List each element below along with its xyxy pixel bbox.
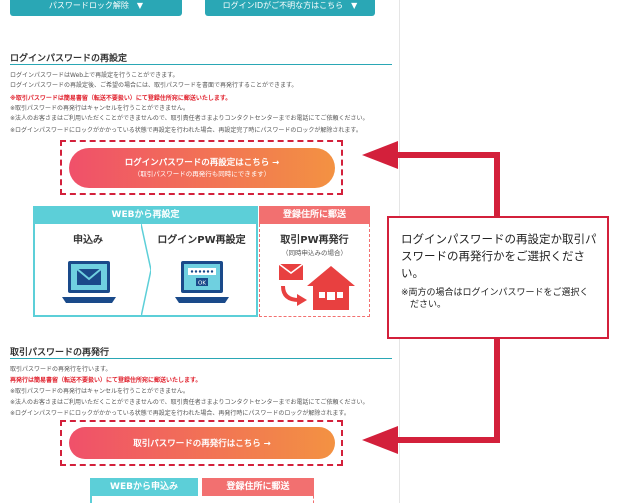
body-text: ※取引パスワードの再発行はキャンセルを行うことができません。 — [10, 388, 189, 395]
step-label: 申込み — [73, 235, 103, 246]
flow-panel-partial — [90, 496, 314, 503]
step-label: 取引PW再発行 — [280, 235, 349, 246]
callout-main-text: ログインパスワードの再設定か取引パスワードの再発行かをご選択ください。 — [401, 232, 597, 280]
connector-horizontal-top — [395, 152, 500, 158]
trade-password-reissue-button[interactable]: 取引パスワードの再発行はこちら → — [69, 427, 335, 459]
ok-label: OK — [198, 281, 206, 287]
reset-flow-diagram: WEBから再設定 登録住所に郵送 申込み ログインPW再設定 — [33, 206, 370, 318]
laptop-mail-icon — [62, 261, 116, 303]
body-text: ※法人のお客さまはご利用いただくことができませんので、取引責任者さまよりコンタク… — [10, 115, 369, 122]
callout-note-text: ※両方の場合はログインパスワードをご選択ください。 — [401, 288, 589, 310]
body-text: ログインパスワードの再設定後、ご希望の場合には、取引パスワードを書面で再発行する… — [10, 82, 298, 89]
section-title-login-password: ログインパスワードの再設定 — [10, 54, 128, 64]
laptop-password-icon: OK — [175, 261, 229, 303]
body-text: ログインパスワードはWeb上で再設定を行うことができます。 — [10, 72, 179, 79]
flow-step-trade-pw-reissue: 取引PW再発行 （同時申込みの場合） — [259, 224, 370, 317]
password-unlock-button[interactable]: パスワードロック解除 ▼ — [10, 0, 182, 16]
step-label: ログインPW再設定 — [157, 235, 246, 246]
cta-label: 取引パスワードの再発行はこちら → — [133, 439, 271, 449]
body-text: ※取引パスワードの再発行はキャンセルを行うことができません。 — [10, 105, 189, 112]
connector-vertical-bottom — [494, 337, 500, 443]
page-content: パスワードロック解除 ▼ ログインIDがご不明な方はこちら ▼ ログインパスワー… — [10, 0, 400, 503]
body-text: ※ログインパスワードにロックがかかっている状態で再設定を行われた場合、再発行時に… — [10, 410, 350, 417]
arrow-left-icon — [362, 141, 398, 169]
cta-highlight-box — [60, 140, 343, 195]
section-divider — [10, 64, 392, 65]
section-title-trade-password: 取引パスワードの再発行 — [10, 348, 110, 358]
body-text: ※法人のお客さまはご利用いただくことができませんので、取引責任者さまよりコンタク… — [10, 399, 369, 406]
arrow-left-icon — [362, 426, 398, 454]
login-password-reset-button[interactable]: ログインパスワードの再設定はこちら → （取引パスワードの再発行も同時にできます… — [69, 148, 335, 188]
flow-step-apply: 申込み — [33, 224, 143, 317]
flow-step-login-pw-reset: ログインPW再設定 OK — [145, 224, 258, 317]
forgot-login-id-button[interactable]: ログインIDがご不明な方はこちら ▼ — [205, 0, 375, 16]
warning-text: 再発行は簡易書留（転送不要扱い）にて登録住所宛に郵送いたします。 — [10, 377, 202, 384]
warning-text: ※取引パスワードは簡易書留（転送不要扱い）にて登録住所宛に郵送いたします。 — [10, 95, 232, 102]
instruction-callout: ログインパスワードの再設定か取引パスワードの再発行かをご選択ください。 ※両方の… — [387, 216, 609, 339]
cta-highlight-box — [60, 420, 343, 466]
step-sublabel: （同時申込みの場合） — [282, 249, 347, 257]
flow-header-web: WEBから再設定 — [33, 206, 258, 224]
section-divider — [10, 358, 392, 359]
flow-header-mail: 登録住所に郵送 — [259, 206, 370, 224]
flow-header-mail: 登録住所に郵送 — [202, 478, 314, 496]
cta-label: ログインパスワードの再設定はこちら → — [124, 158, 280, 168]
connector-horizontal-bottom — [395, 437, 500, 443]
body-text: 取引パスワードの再発行を行います。 — [10, 366, 112, 373]
flow-header-web: WEBから申込み — [90, 478, 198, 496]
flow-arrow-icon — [141, 224, 151, 317]
cta-sublabel: （取引パスワードの再発行も同時にできます） — [133, 170, 271, 178]
connector-vertical-top — [494, 152, 500, 218]
body-text: ※ログインパスワードにロックがかかっている状態で再設定を行われた場合、再設定完了… — [10, 127, 362, 134]
mail-to-house-icon — [278, 263, 355, 310]
